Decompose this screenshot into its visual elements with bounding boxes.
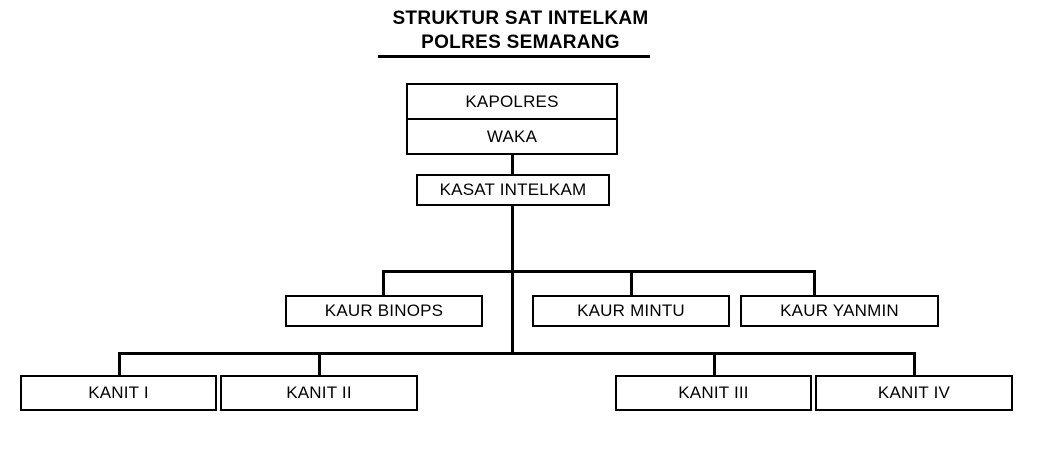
connector-drop-kanit-2 (318, 352, 321, 375)
chart-title-line-2: POLRES SEMARANG (421, 32, 620, 53)
node-label-waka: WAKA (408, 118, 616, 153)
node-kaur-yanmin[interactable]: KAUR YANMIN (740, 295, 939, 327)
node-label-kaur-yanmin: KAUR YANMIN (780, 301, 899, 320)
connector-drop-kanit-1 (118, 352, 121, 375)
node-label-kaur-binops: KAUR BINOPS (324, 301, 444, 320)
node-kaur-mintu[interactable]: KAUR MINTU (532, 295, 730, 327)
node-kanit-2[interactable]: KANIT II (220, 375, 418, 411)
connector-kaur-bar (382, 270, 816, 273)
title-underline (378, 55, 650, 58)
node-label-kaur-mintu: KAUR MINTU (577, 301, 685, 320)
node-label-kanit-1: KANIT I (88, 383, 149, 402)
connector-drop-kaur-mintu (630, 270, 633, 296)
node-kanit-4[interactable]: KANIT IV (815, 375, 1013, 411)
connector-drop-kaur-binops (382, 270, 385, 296)
node-kapolres-waka[interactable]: KAPOLRES WAKA (406, 83, 618, 155)
connector-kanit-bar (118, 352, 916, 355)
node-label-kasat-intelkam: KASAT INTELKAM (439, 180, 587, 199)
connector-central-spine (511, 206, 514, 355)
connector-drop-kaur-yanmin (813, 270, 816, 296)
node-kasat-intelkam[interactable]: KASAT INTELKAM (416, 174, 610, 206)
node-label-kanit-2: KANIT II (286, 383, 352, 402)
connector-waka-to-kasat (511, 155, 514, 174)
node-kanit-3[interactable]: KANIT III (615, 375, 812, 411)
connector-drop-kanit-4 (913, 352, 916, 375)
node-label-kapolres: KAPOLRES (465, 91, 559, 111)
node-label-kanit-3: KANIT III (678, 383, 749, 402)
chart-title-line-1: STRUKTUR SAT INTELKAM (392, 8, 649, 29)
node-kanit-1[interactable]: KANIT I (20, 375, 217, 411)
node-label-kanit-4: KANIT IV (877, 383, 951, 402)
connector-drop-kanit-3 (713, 352, 716, 375)
node-kaur-binops[interactable]: KAUR BINOPS (285, 295, 483, 327)
